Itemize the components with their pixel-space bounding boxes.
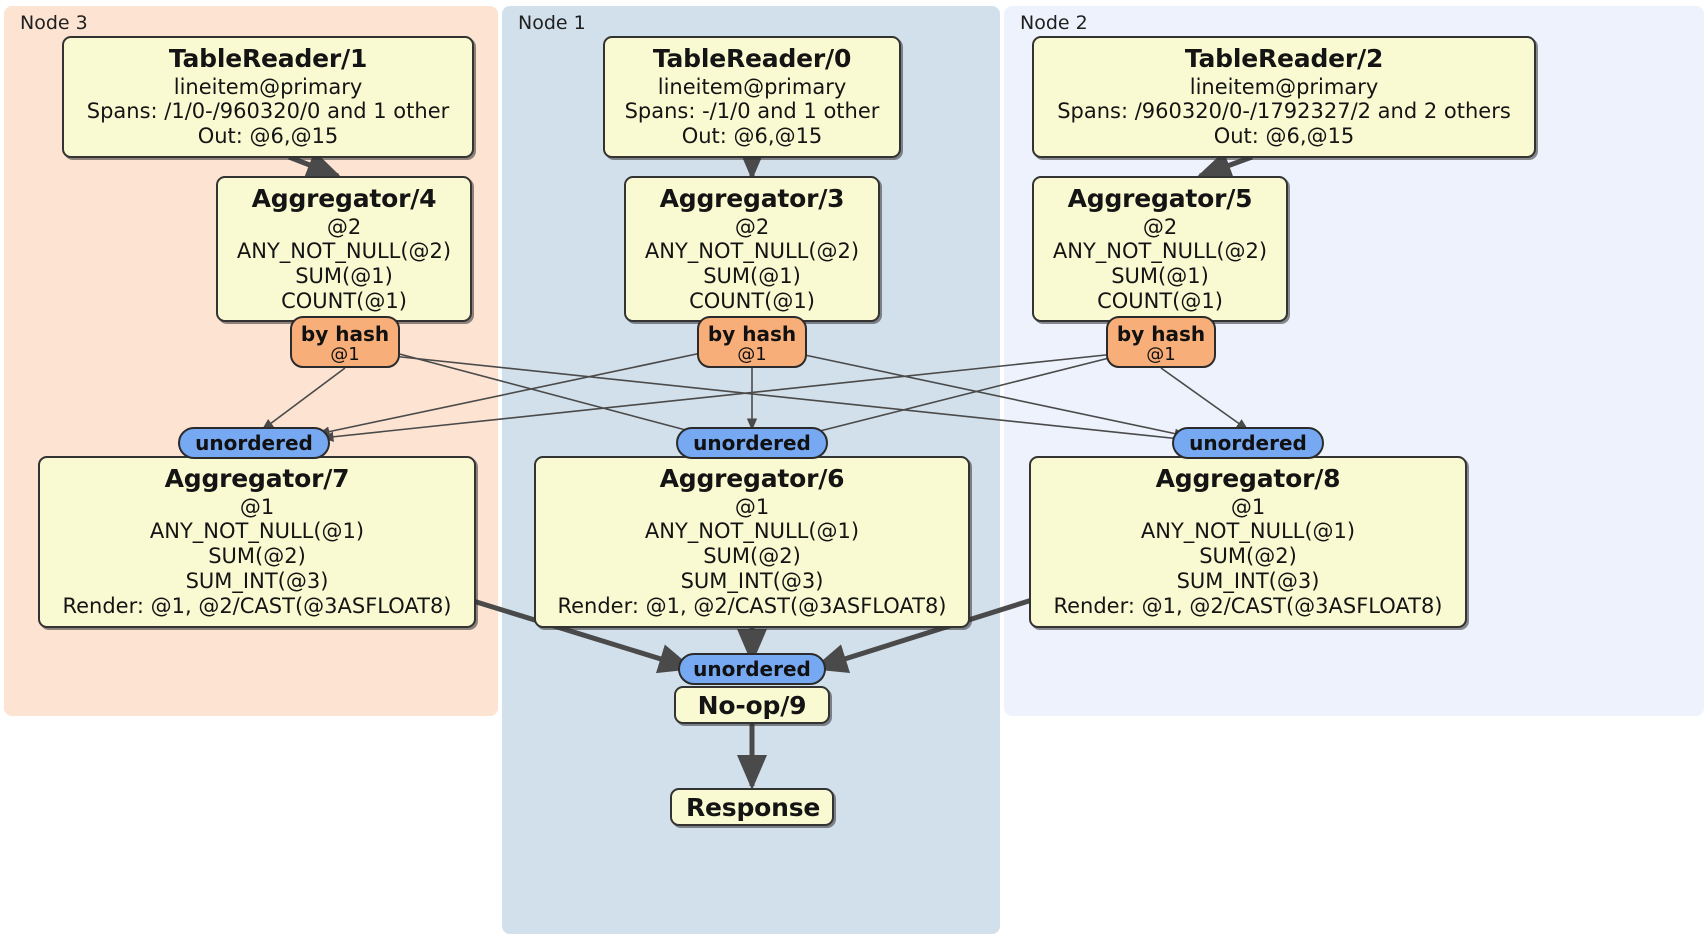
processor-tablereader-1[interactable]: TableReader/1 lineitem@primary Spans: /1… <box>62 36 474 158</box>
synchronizer-unordered-mid[interactable]: unordered <box>676 427 828 459</box>
processor-aggregator-4[interactable]: Aggregator/4 @2 ANY_NOT_NULL(@2) SUM(@1)… <box>216 176 472 322</box>
processor-aggregator-8[interactable]: Aggregator/8 @1 ANY_NOT_NULL(@1) SUM(@2)… <box>1029 456 1467 628</box>
processor-title: TableReader/0 <box>652 44 852 73</box>
processor-title: Response <box>686 793 821 822</box>
processor-aggregator-6[interactable]: Aggregator/6 @1 ANY_NOT_NULL(@1) SUM(@2)… <box>534 456 970 628</box>
node-label-node2: Node 2 <box>1020 12 1088 34</box>
processor-title: Aggregator/8 <box>1155 464 1341 493</box>
processor-title: Aggregator/6 <box>659 464 845 493</box>
processor-title: TableReader/1 <box>168 44 368 73</box>
processor-title: Aggregator/7 <box>164 464 350 493</box>
processor-tablereader-2[interactable]: TableReader/2 lineitem@primary Spans: /9… <box>1032 36 1536 158</box>
node-label-node3: Node 3 <box>20 12 88 34</box>
processor-title: Aggregator/3 <box>659 184 845 213</box>
processor-aggregator-3[interactable]: Aggregator/3 @2 ANY_NOT_NULL(@2) SUM(@1)… <box>624 176 880 322</box>
synchronizer-unordered-right[interactable]: unordered <box>1172 427 1324 459</box>
processor-title: No-op/9 <box>697 691 807 720</box>
processor-title: TableReader/2 <box>1184 44 1384 73</box>
router-by-hash-right[interactable]: by hash @1 <box>1106 316 1216 368</box>
processor-response[interactable]: Response <box>670 788 834 826</box>
processor-title: Aggregator/4 <box>251 184 437 213</box>
processor-title: Aggregator/5 <box>1067 184 1253 213</box>
node-label-node1: Node 1 <box>518 12 586 34</box>
synchronizer-unordered-final[interactable]: unordered <box>678 653 826 685</box>
processor-aggregator-7[interactable]: Aggregator/7 @1 ANY_NOT_NULL(@1) SUM(@2)… <box>38 456 476 628</box>
processor-aggregator-5[interactable]: Aggregator/5 @2 ANY_NOT_NULL(@2) SUM(@1)… <box>1032 176 1288 322</box>
router-by-hash-left[interactable]: by hash @1 <box>290 316 400 368</box>
processor-tablereader-0[interactable]: TableReader/0 lineitem@primary Spans: -/… <box>603 36 901 158</box>
router-by-hash-mid[interactable]: by hash @1 <box>697 316 807 368</box>
processor-no-op-9[interactable]: No-op/9 <box>674 686 830 724</box>
synchronizer-unordered-left[interactable]: unordered <box>178 427 330 459</box>
